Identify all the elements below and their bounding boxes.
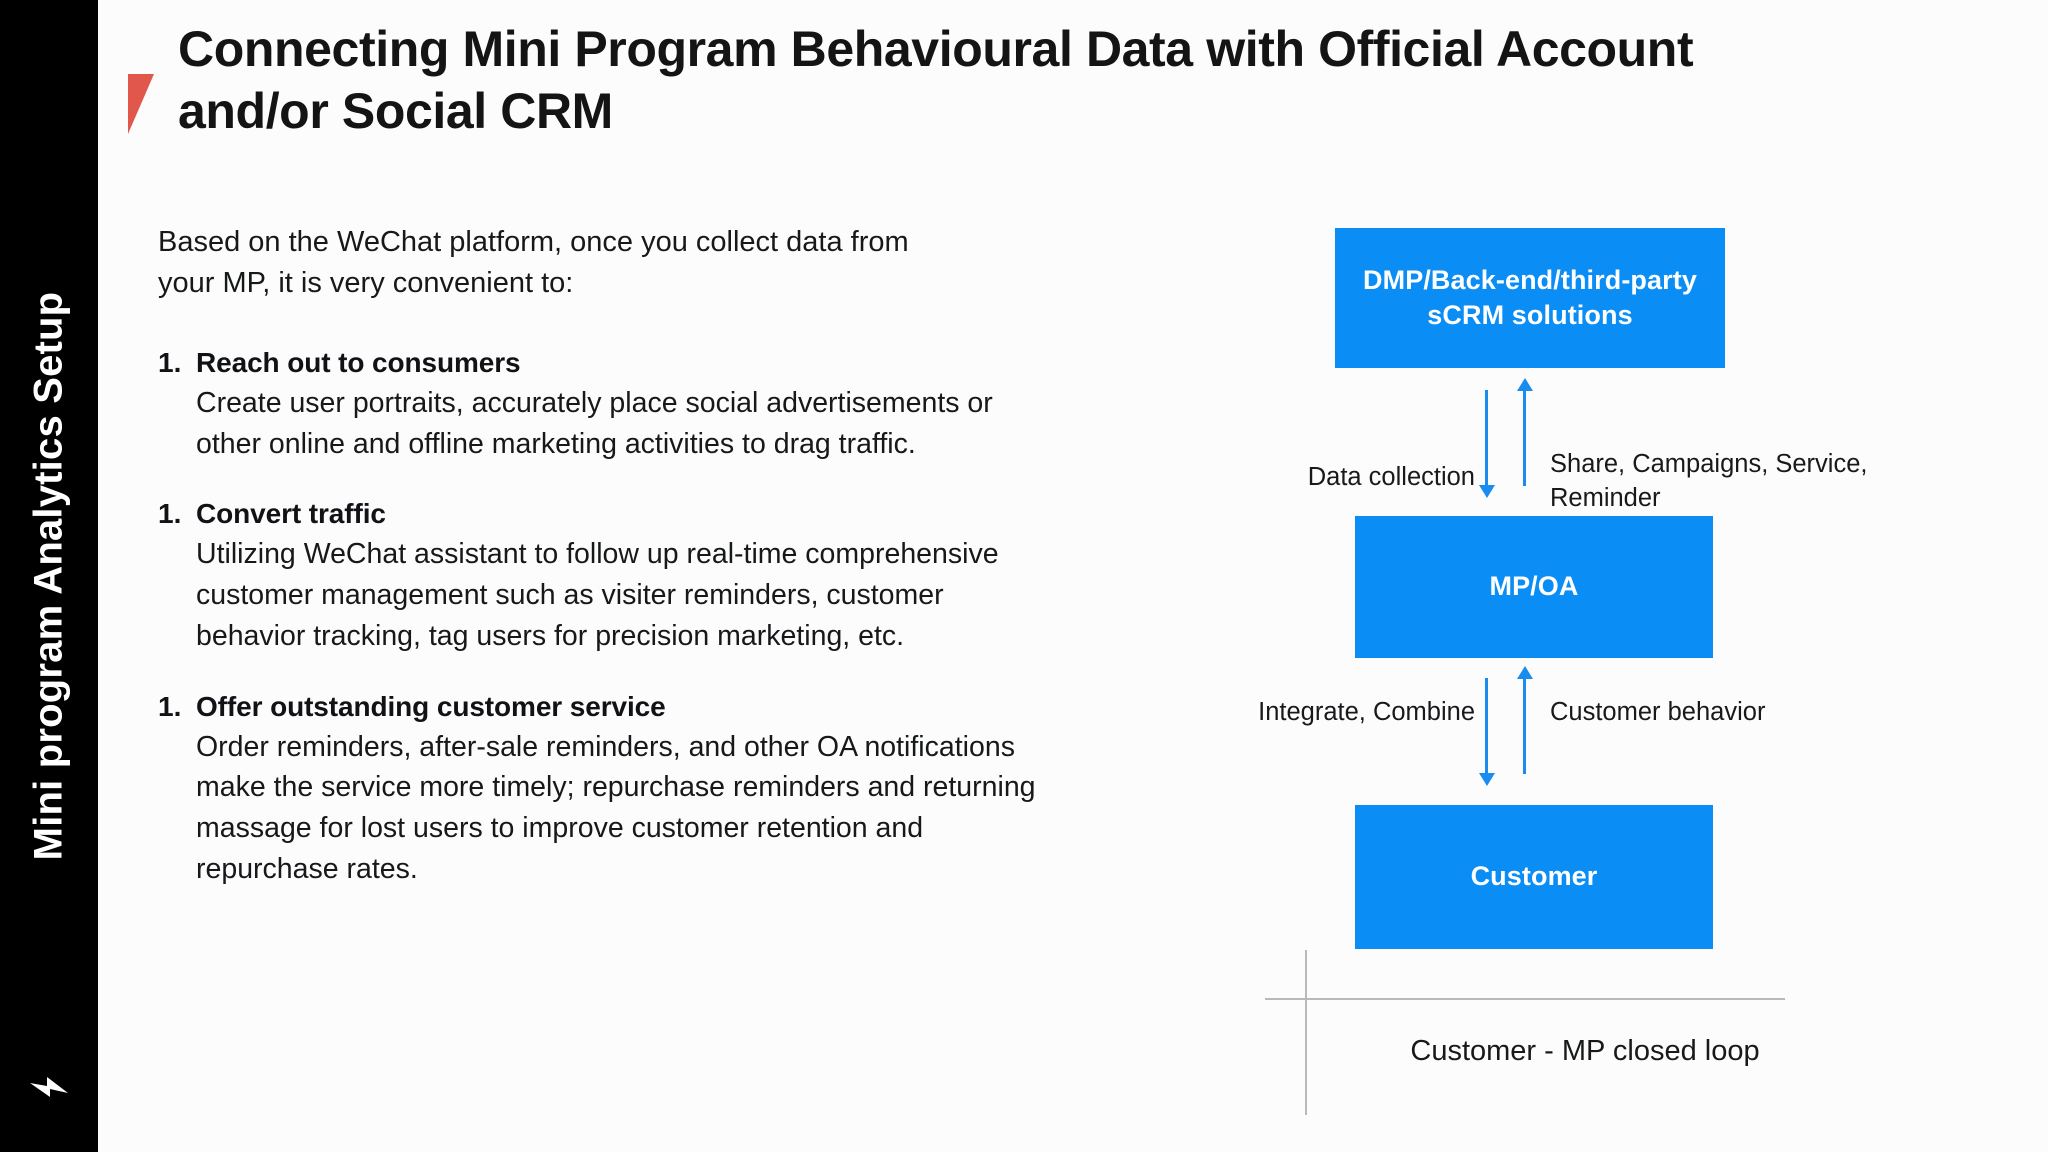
arrow-down-data-collection-icon [1485,390,1488,486]
content-column: Based on the WeChat platform, once you c… [158,222,1038,924]
list-item-title: Reach out to consumers [196,346,521,378]
list-item-title: Convert traffic [196,498,386,530]
list-item-body: Utilizing WeChat assistant to follow up … [196,538,999,652]
edge-label-integrate-combine: Integrate, Combine [1258,698,1475,726]
edge-label-data-collection: Data collection [1307,463,1475,491]
list-item: 1. Convert traffic Utilizing WeChat assi… [158,498,1038,656]
list-item: 1. Reach out to consumers Create user po… [158,347,1038,465]
axis-horizontal-line [1265,998,1785,1000]
arrow-up-customer-behavior-icon [1523,678,1526,774]
intro-paragraph: Based on the WeChat platform, once you c… [158,226,909,300]
axis-vertical-line [1305,950,1307,1115]
arrow-down-integrate-combine-icon [1485,678,1488,774]
list-item-marker: 1. [158,346,182,378]
list-item: 1. Offer outstanding customer service Or… [158,691,1038,890]
arrow-up-share-campaigns-icon [1523,390,1526,486]
page-title: Connecting Mini Program Behavioural Data… [178,21,1694,139]
diagram-node-dmp: DMP/Back-end/third-party sCRM solutions [1335,228,1725,368]
list-item-marker: 1. [158,498,182,530]
list-item-heading: 1. Convert traffic [158,498,1038,530]
list-item-body: Order reminders, after-sale reminders, a… [196,730,1036,885]
list-item-heading: 1. Offer outstanding customer service [158,691,1038,723]
list-item-body: Create user portraits, accurately place … [196,386,993,460]
sidebar-rail: Mini program Analytics Setup [0,0,98,1152]
list-item-heading: 1. Reach out to consumers [158,347,1038,379]
red-triangle-accent-icon [128,74,154,134]
page-title-wrap: Connecting Mini Program Behavioural Data… [178,18,1738,142]
list-item-marker: 1. [158,690,182,722]
lightning-bolt-logo-icon [26,1064,72,1110]
edge-label-customer-behavior: Customer behavior [1550,698,1766,726]
list-item-title: Offer outstanding customer service [196,690,666,722]
diagram-caption: Customer - MP closed loop [1410,1035,1760,1067]
diagram-node-mpoa: MP/OA [1355,516,1713,658]
sidebar-section-label: Mini program Analytics Setup [26,291,71,861]
edge-label-share-campaigns: Share, Campaigns, Service, Reminder [1550,450,1868,513]
diagram-node-customer: Customer [1355,805,1713,949]
flow-diagram: DMP/Back-end/third-party sCRM solutions … [1180,150,2000,1130]
